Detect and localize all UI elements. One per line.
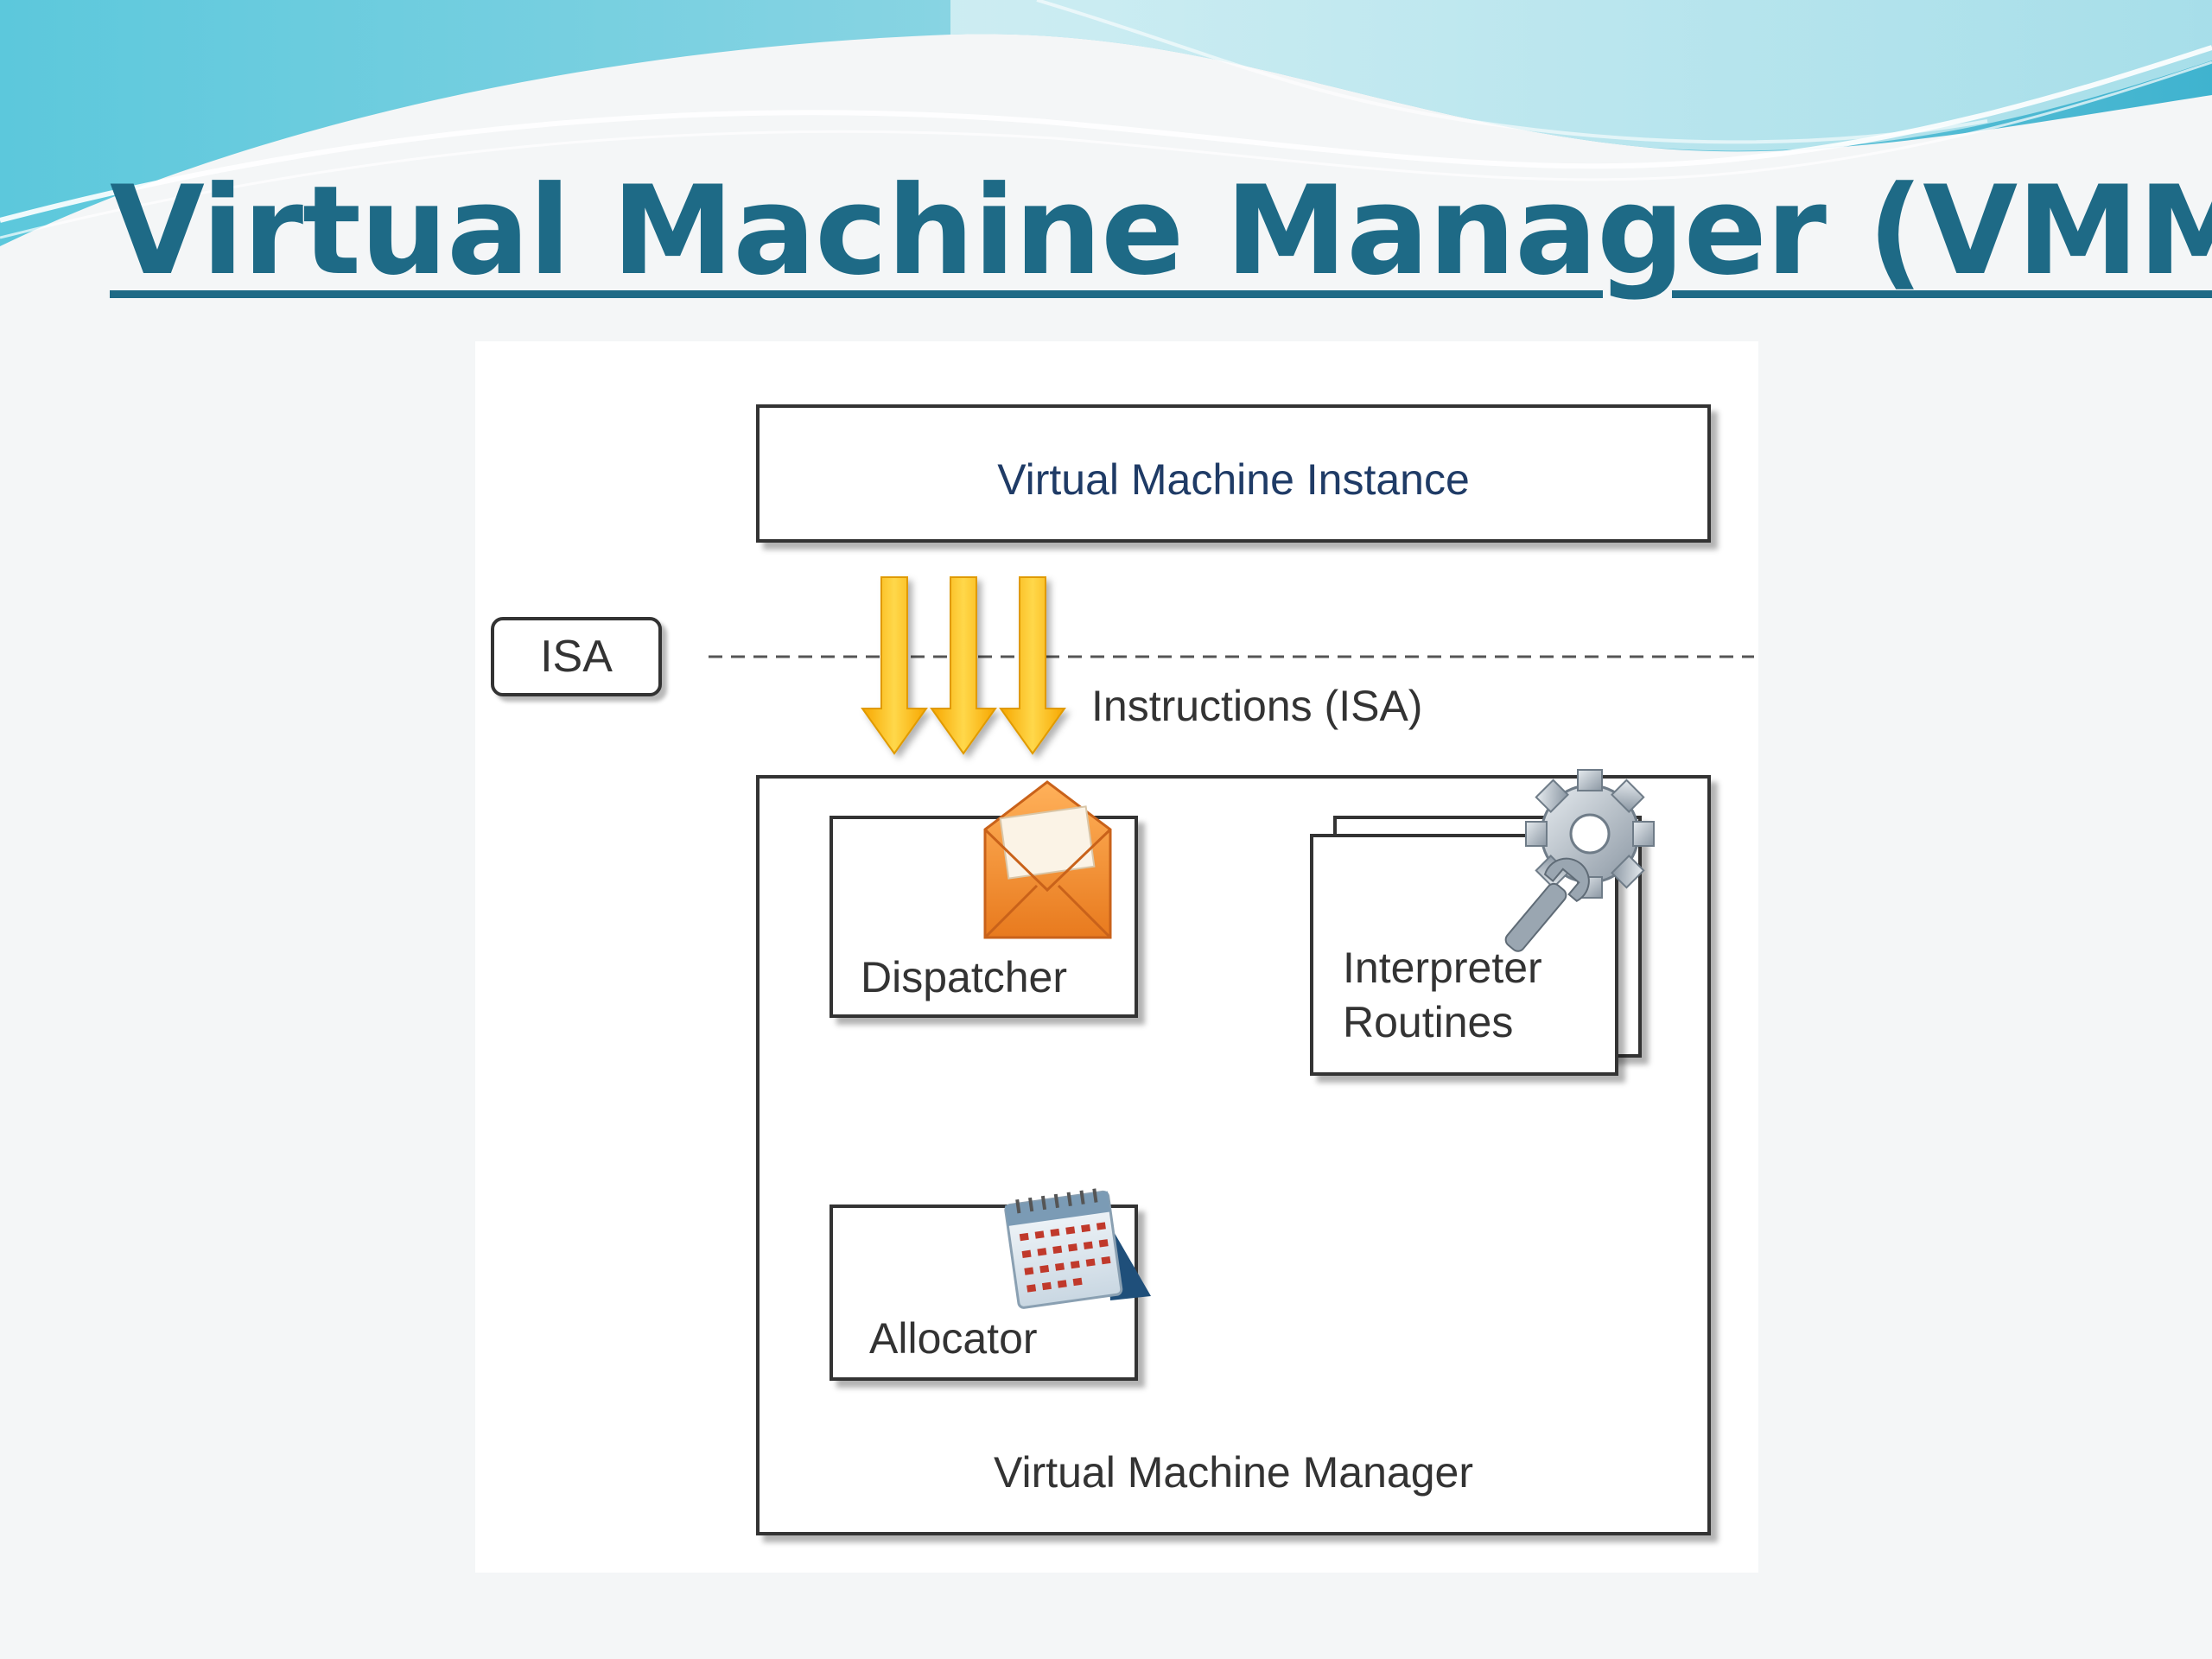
allocator-box: Allocator xyxy=(830,1205,1138,1381)
virtual-machine-instance-label: Virtual Machine Instance xyxy=(997,455,1470,504)
dispatcher-label: Dispatcher xyxy=(861,953,1067,1001)
dispatcher-box: Dispatcher xyxy=(830,816,1138,1018)
interpreter-label-line1: Interpreter xyxy=(1343,944,1542,992)
isa-label: ISA xyxy=(540,632,613,682)
interpreter-routines-box: Interpreter Routines xyxy=(1310,834,1618,1076)
virtual-machine-manager-label: Virtual Machine Manager xyxy=(994,1448,1473,1497)
allocator-label: Allocator xyxy=(869,1314,1038,1363)
instructions-isa-label: Instructions (ISA) xyxy=(1091,682,1423,730)
slide-title: Virtual Machine Manager (VMM) xyxy=(110,160,2212,302)
isa-label-box: ISA xyxy=(491,617,662,696)
interpreter-label-line2: Routines xyxy=(1343,998,1514,1046)
virtual-machine-instance-box: Virtual Machine Instance xyxy=(756,404,1711,543)
